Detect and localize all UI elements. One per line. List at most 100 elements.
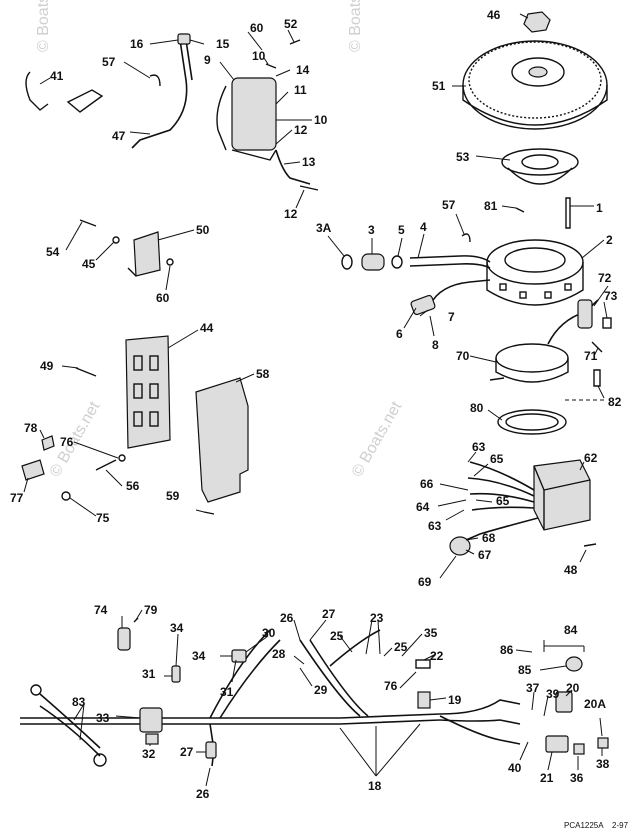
callout-36: 36: [570, 771, 584, 785]
washer-60: [166, 258, 174, 266]
screw-52: [289, 39, 301, 45]
grommet-3: [361, 253, 385, 271]
clip-57-left: [149, 74, 161, 87]
callout-81: 81: [484, 199, 498, 213]
callout-3: 3: [368, 223, 375, 237]
terminal-34: [231, 649, 247, 663]
screw-54: [79, 219, 97, 227]
callout-45: 45: [82, 257, 96, 271]
clip-right: [461, 233, 471, 243]
callout-74: 74: [94, 603, 108, 617]
callout-26-bottom: 26: [196, 787, 210, 801]
pin: [515, 207, 525, 213]
clip-73: [602, 317, 612, 329]
callout-62: 62: [584, 451, 598, 465]
callout-65-top: 65: [490, 452, 504, 466]
callout-21: 21: [540, 771, 554, 785]
watermark-top-left: © Boats.net: [35, 0, 52, 52]
callout-30: 30: [262, 626, 276, 640]
callout-10-top: 10: [252, 49, 266, 63]
callout-76-bottom: 76: [384, 679, 398, 693]
callout-39: 39: [546, 687, 560, 701]
callout-83: 83: [72, 695, 86, 709]
rectifier-leads: [469, 461, 535, 491]
callout-73: 73: [604, 289, 618, 303]
callout-60-bottom: 60: [156, 291, 170, 305]
callout-2: 2: [606, 233, 613, 247]
callout-72: 72: [598, 271, 612, 285]
stator-leads: [409, 255, 491, 263]
callout-54: 54: [46, 245, 60, 259]
rectifier: [533, 459, 591, 531]
stator: [486, 239, 584, 306]
callout-labels: 46 51 53 81 1 57 2 3A 3 5 4 72 73 6 7 8 …: [10, 8, 622, 801]
callout-31-mid: 31: [220, 685, 234, 699]
watermark-mid-left: © Boats.net: [47, 398, 104, 480]
sensor-connector: [577, 299, 593, 329]
callout-38: 38: [596, 757, 610, 771]
callout-11: 11: [294, 83, 307, 97]
callout-25-right: 25: [394, 640, 408, 654]
mount-bracket: [125, 335, 171, 449]
callout-33: 33: [96, 711, 110, 725]
terminal-31: [171, 665, 181, 683]
cover-58: [195, 377, 249, 503]
callout-79: 79: [144, 603, 158, 617]
callout-76: 76: [60, 435, 74, 449]
callout-37: 37: [526, 681, 540, 695]
callout-51: 51: [432, 79, 446, 93]
screw-49: [75, 367, 97, 377]
callout-20: 20: [566, 681, 580, 695]
callout-84: 84: [564, 623, 578, 637]
callout-68: 68: [482, 531, 496, 545]
callout-40: 40: [508, 761, 522, 775]
grommet-69: [449, 536, 471, 556]
callout-34-mid: 34: [192, 649, 206, 663]
callout-49: 49: [40, 359, 54, 373]
callout-80: 80: [470, 401, 484, 415]
callout-5: 5: [398, 223, 405, 237]
callout-15: 15: [216, 37, 230, 51]
callout-66: 66: [420, 477, 434, 491]
flywheel: [462, 40, 608, 130]
callout-41: 41: [50, 69, 64, 83]
connector-6: [410, 294, 436, 316]
callout-18: 18: [368, 779, 382, 793]
callout-71: 71: [584, 349, 598, 363]
connector-85: [565, 656, 583, 672]
callout-29: 29: [314, 683, 328, 697]
callout-32: 32: [142, 747, 156, 761]
callout-50: 50: [196, 223, 210, 237]
callout-27-top: 27: [322, 607, 336, 621]
callout-47: 47: [112, 129, 126, 143]
callout-69: 69: [418, 575, 432, 589]
callout-78: 78: [24, 421, 38, 435]
callout-48: 48: [564, 563, 578, 577]
sleeve-32: [145, 733, 159, 745]
washer-76: [118, 454, 126, 462]
callout-64: 64: [416, 500, 430, 514]
leader-lines: [23, 13, 609, 787]
coil-ground-lead: [275, 149, 311, 185]
washer-45: [112, 236, 120, 244]
callout-56: 56: [126, 479, 140, 493]
callout-57-right: 57: [442, 198, 456, 212]
terminal-78: [41, 435, 55, 451]
terminal-36: [573, 743, 585, 755]
callout-26-top: 26: [280, 611, 294, 625]
callout-75: 75: [96, 511, 110, 525]
callout-86: 86: [500, 643, 514, 657]
spark-plug-boot-1: [25, 71, 49, 111]
fuse-74: [117, 627, 131, 651]
watermark-mid-right: © Boats.net: [349, 398, 406, 480]
callout-65-bottom: 65: [496, 494, 510, 508]
callout-63-bottom: 63: [428, 519, 442, 533]
callout-7: 7: [448, 310, 455, 324]
relay-19: [417, 691, 431, 709]
callout-25-left: 25: [330, 629, 344, 643]
retainer-ring: [497, 409, 567, 435]
flywheel-nut: [523, 11, 551, 33]
figure-date: 2-97: [612, 821, 629, 830]
callout-4: 4: [420, 220, 427, 234]
